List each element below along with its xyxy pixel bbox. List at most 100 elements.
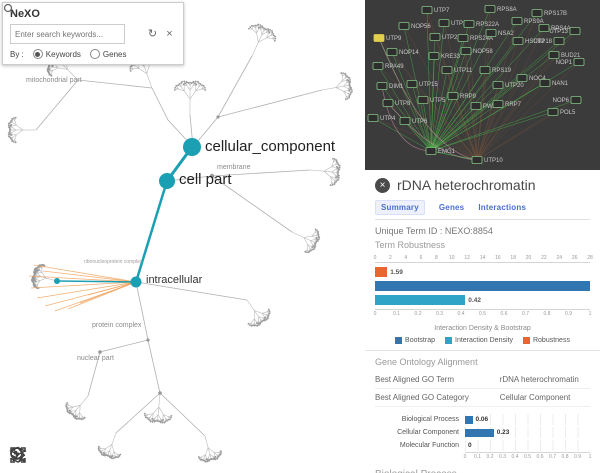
gene-node[interactable] <box>485 29 497 37</box>
gene-node[interactable] <box>376 82 388 90</box>
gene-node[interactable] <box>406 80 418 88</box>
gene-label: RRP7 <box>505 102 522 108</box>
gene-node[interactable] <box>531 9 543 17</box>
interaction-density-bar <box>375 295 466 305</box>
go-bar <box>465 415 473 424</box>
gene-node[interactable] <box>421 6 433 14</box>
gene-label: NOP58 <box>473 49 493 55</box>
gene-node[interactable] <box>463 20 475 28</box>
gene-label: UTP6 <box>412 119 428 125</box>
layers-button[interactable] <box>9 445 180 465</box>
gene-node[interactable] <box>492 100 504 108</box>
gene-node[interactable] <box>547 108 559 116</box>
gene-node[interactable] <box>471 156 483 164</box>
gene-node[interactable] <box>492 81 504 89</box>
legend-swatch <box>522 337 530 344</box>
gene-node[interactable] <box>398 22 410 30</box>
gene-node[interactable] <box>470 102 482 110</box>
gene-node[interactable] <box>417 96 429 104</box>
legend-swatch <box>395 337 403 344</box>
gene-label: UTP5 <box>430 98 446 104</box>
label-ribonucleoprotein-complex[interactable]: ribonucleoprotein complex <box>84 259 143 265</box>
gene-node[interactable] <box>460 47 472 55</box>
node-selected-term[interactable] <box>54 278 60 284</box>
search-mode-genes[interactable]: Genes <box>89 49 127 59</box>
node-cell-part[interactable] <box>159 173 175 189</box>
gene-node[interactable] <box>425 147 437 155</box>
unique-term-id: Unique Term ID : NEXO:8854 <box>375 226 590 236</box>
fit-screen-button[interactable] <box>10 445 104 465</box>
gene-label: UTP7 <box>434 8 450 14</box>
gene-label: RPS22A <box>476 22 499 28</box>
gene-label: PWP2 <box>483 104 501 110</box>
go-cat-biological-process: Biological Process <box>401 416 459 423</box>
gene-node[interactable] <box>512 37 524 45</box>
gene-node[interactable] <box>373 34 385 42</box>
gene-node[interactable] <box>538 24 550 32</box>
label-cellular-component[interactable]: cellular_component <box>205 138 336 155</box>
gene-label: RPA49 <box>385 64 404 70</box>
gene-node[interactable] <box>399 117 411 125</box>
legend-item: Interaction Density <box>445 337 513 344</box>
alignment-heading: Gene Ontology Alignment <box>375 357 478 367</box>
gene-node[interactable] <box>382 99 394 107</box>
search-icon[interactable] <box>3 3 142 41</box>
search-input[interactable] <box>10 24 125 44</box>
clear-icon[interactable]: × <box>166 27 173 40</box>
gene-node[interactable] <box>429 33 441 41</box>
node-intracellular[interactable] <box>130 276 142 288</box>
gene-node[interactable] <box>539 79 551 87</box>
gene-node[interactable] <box>570 96 582 104</box>
label-nuclear-part[interactable]: nuclear part <box>77 355 114 362</box>
gene-node[interactable] <box>479 66 491 74</box>
search-mode-keywords[interactable]: Keywords <box>32 49 81 59</box>
expand-button[interactable] <box>12 445 142 465</box>
robustness-heading: Term Robustness <box>375 240 446 250</box>
go-value: 0 <box>468 442 472 449</box>
tab-interactions[interactable]: Interactions <box>478 203 527 212</box>
radio-keywords-label: Keywords <box>45 49 81 59</box>
node-cellular-component[interactable] <box>183 138 201 156</box>
label-membrane[interactable]: membrane <box>217 164 251 171</box>
gene-label: NSA2 <box>498 31 514 37</box>
gene-node[interactable] <box>372 62 384 70</box>
gene-node[interactable] <box>367 114 379 122</box>
gene-node[interactable] <box>573 58 585 66</box>
label-cell-part[interactable]: cell part <box>179 171 232 188</box>
gene-node[interactable] <box>386 48 398 56</box>
alignment-row: Best Aligned GO Category Cellular Compon… <box>375 389 590 407</box>
gene-node[interactable] <box>511 17 523 25</box>
gene-label: NOP56 <box>411 24 431 30</box>
gene-node[interactable] <box>447 92 459 100</box>
gene-node[interactable] <box>457 34 469 42</box>
gene-node[interactable] <box>438 19 450 27</box>
gene-label: UTP11 <box>454 68 473 74</box>
gene-node[interactable] <box>516 74 528 82</box>
view-controls <box>8 445 180 465</box>
radio-genes-label: Genes <box>102 49 127 59</box>
gene-label: UTP4 <box>380 116 396 122</box>
tab-genes[interactable]: Genes <box>438 203 465 212</box>
gene-label: UTP9 <box>386 36 402 42</box>
reset-icon[interactable]: ↻ <box>147 27 158 40</box>
gene-node[interactable] <box>441 66 453 74</box>
bottom-axis-caption: Interaction Density & Bootstrap <box>434 325 531 332</box>
go-bar <box>465 428 494 437</box>
label-mitochondrial-part[interactable]: mitochondrial part <box>26 77 82 84</box>
gene-node[interactable] <box>428 52 440 60</box>
gene-node[interactable] <box>484 5 496 13</box>
gene-node[interactable] <box>553 37 565 45</box>
gene-node[interactable] <box>548 51 560 59</box>
label-protein-complex[interactable]: protein complex <box>92 322 142 329</box>
gene-label: UTP13 <box>549 29 568 35</box>
tab-summary[interactable]: Summary <box>375 200 425 215</box>
term-id-label: Unique Term ID : <box>375 226 443 236</box>
label-intracellular[interactable]: intracellular <box>146 274 203 286</box>
gene-node[interactable] <box>569 27 581 35</box>
zoom-out-button[interactable] <box>10 445 66 465</box>
close-icon[interactable]: × <box>375 177 390 193</box>
